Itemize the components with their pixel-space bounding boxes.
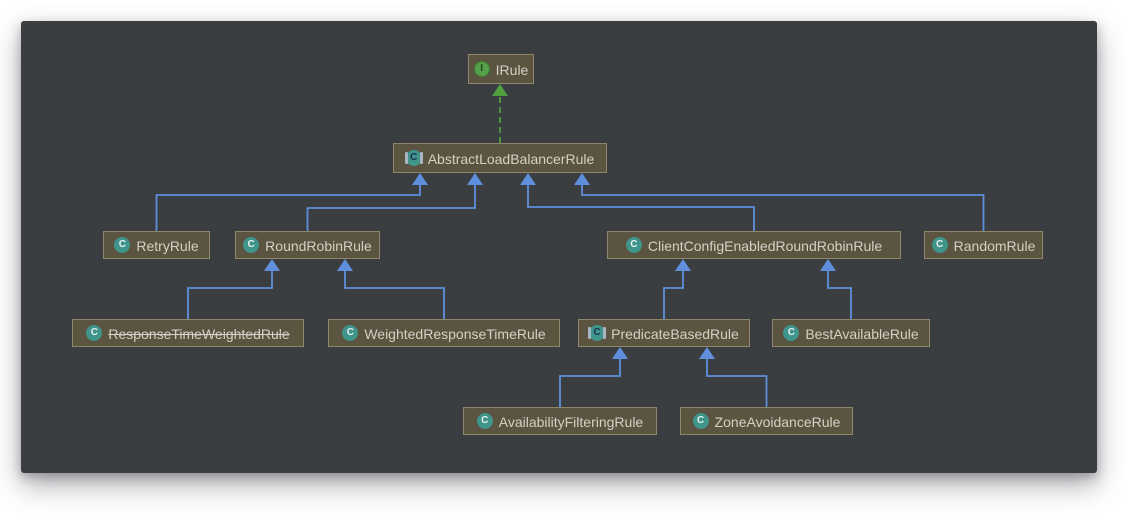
diagram-node-bestavail[interactable]: C BestAvailableRule [772, 319, 930, 347]
diagram-node-rtweighted[interactable]: C ResponseTimeWeightedRule [72, 319, 304, 347]
node-label: RetryRule [136, 237, 199, 254]
diagram-node-retry[interactable]: C RetryRule [103, 231, 210, 259]
class-icon: C [476, 413, 493, 429]
node-label: WeightedResponseTimeRule [364, 325, 546, 342]
diagram-node-zoneavoid[interactable]: C ZoneAvoidanceRule [680, 407, 853, 435]
class-icon: C [114, 237, 131, 253]
node-label: RandomRule [953, 237, 1036, 254]
class-icon: C [243, 237, 260, 253]
class-icon: C [625, 237, 642, 253]
diagram-node-roundrobin[interactable]: C RoundRobinRule [235, 231, 380, 259]
node-label: ZoneAvoidanceRule [714, 413, 841, 430]
node-label: IRule [495, 61, 529, 78]
abstract-class-icon: C [404, 150, 423, 166]
node-label: AbstractLoadBalancerRule [427, 150, 595, 167]
class-icon: C [783, 325, 800, 341]
interface-icon: I [473, 61, 490, 77]
diagram-node-irule[interactable]: I IRule [468, 54, 534, 84]
diagram-node-weightedrt[interactable]: C WeightedResponseTimeRule [328, 319, 560, 347]
class-icon: C [931, 237, 948, 253]
node-label: ResponseTimeWeightedRule [108, 325, 290, 342]
class-icon: C [342, 325, 359, 341]
node-label: AvailabilityFilteringRule [498, 413, 644, 430]
node-label: BestAvailableRule [805, 325, 919, 342]
diagram-node-availfilter[interactable]: C AvailabilityFilteringRule [463, 407, 657, 435]
node-label: PredicateBasedRule [611, 325, 739, 342]
node-label: ClientConfigEnabledRoundRobinRule [647, 237, 883, 254]
node-label: RoundRobinRule [265, 237, 372, 254]
diagram-node-clientconfig[interactable]: C ClientConfigEnabledRoundRobinRule [607, 231, 901, 259]
class-icon: C [692, 413, 709, 429]
abstract-class-icon: C [588, 325, 607, 341]
class-icon: C [86, 325, 103, 341]
diagram-node-random[interactable]: C RandomRule [924, 231, 1043, 259]
